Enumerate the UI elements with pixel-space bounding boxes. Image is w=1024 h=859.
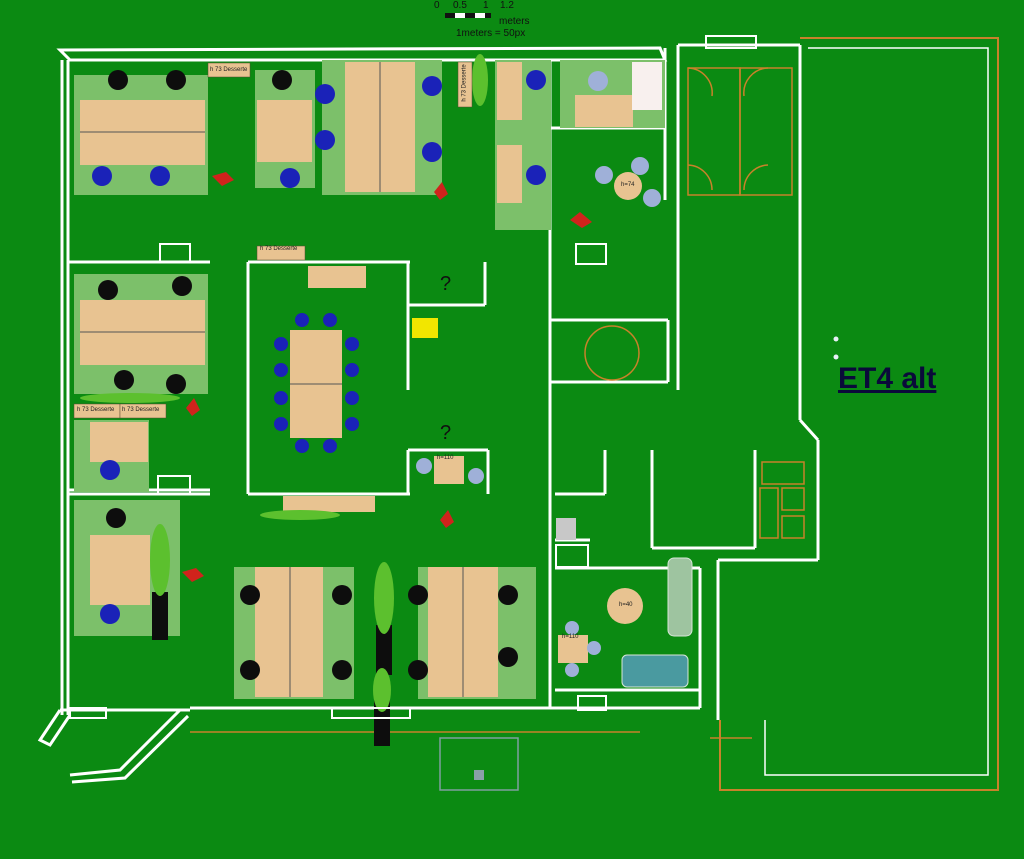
- bin-icon: [474, 770, 484, 780]
- terrace-outline: [190, 37, 999, 791]
- table-label-h110-center: h=110: [437, 455, 454, 461]
- black-chairs: [98, 70, 518, 680]
- restroom-doors: [687, 67, 805, 539]
- outdoor-box: [439, 737, 519, 791]
- desserte-label-3: h 73 Desserte: [260, 246, 298, 252]
- desserte-label-5: h 73 Desserte: [122, 407, 160, 413]
- desserte-label-1: h 73 Desserte: [210, 67, 248, 73]
- entrance-ramp: [37, 708, 190, 784]
- scale-tick-05: 0.5: [453, 0, 467, 11]
- plants: [152, 592, 392, 746]
- desserte-label-4: h 73 Desserte: [77, 407, 115, 413]
- scale-tick-12: 1.2: [500, 0, 514, 11]
- round-tables: [584, 172, 643, 624]
- lounge-chairs: [416, 71, 661, 677]
- fire-extinguisher-icons: [182, 172, 592, 582]
- scale-ratio: 1meters = 50px: [456, 28, 526, 39]
- blue-chairs: [92, 70, 546, 624]
- table-label-h74: h=74: [621, 182, 635, 188]
- desserte-label-2: h 73 Desserte: [461, 64, 468, 102]
- desserte-cabinets: [73, 61, 473, 419]
- scale-tick-1: 1: [483, 0, 489, 11]
- scale-bar: [445, 13, 491, 18]
- unknown-marker-2: ?: [440, 422, 452, 444]
- table-label-h40: h=40: [619, 602, 633, 608]
- walls: [56, 43, 820, 720]
- unknown-marker-1: ?: [440, 273, 452, 295]
- sticky-note: [412, 318, 438, 338]
- sofas: [621, 557, 693, 688]
- table-label-h110-lounge: h=110: [562, 634, 579, 640]
- scale-unit: meters: [499, 16, 530, 27]
- scale-tick-0: 0: [434, 0, 440, 11]
- floor-title: ET4 alt: [838, 362, 937, 395]
